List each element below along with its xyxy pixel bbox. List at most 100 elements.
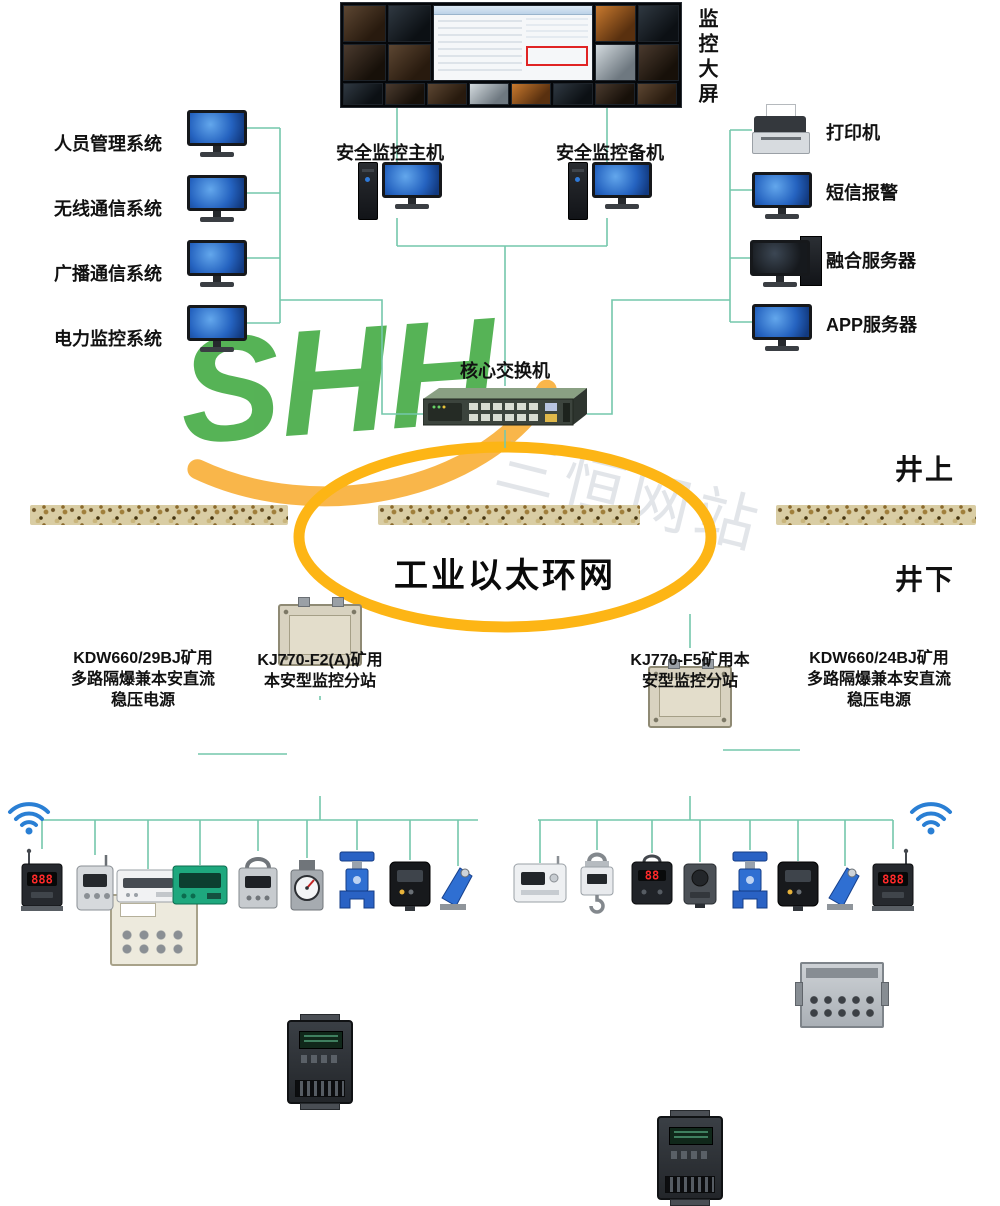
substation-terminals (295, 1080, 345, 1097)
sensor-gas-analyzer (171, 858, 229, 915)
camera-feed-tile (511, 83, 551, 105)
sensor-dust-transmitter (512, 856, 568, 913)
wall-host-wires (396, 107, 608, 162)
printer-body (752, 132, 810, 154)
smoke-sensor-icon (389, 861, 431, 911)
broadcast-system-monitor-icon (187, 240, 247, 287)
fusion-server-icon (750, 236, 822, 292)
wind-speed-sensor-icon: 88 (631, 854, 673, 905)
monitor-screen (752, 304, 812, 340)
sensor-wireless-led-display: 888 (20, 848, 64, 919)
label-right-substation: KJ770-F5矿用本安型监控分站 (630, 652, 750, 690)
sensor-pipeline-valve-right (725, 848, 775, 919)
nameplate (120, 903, 156, 917)
ring-network-label: 工业以太环网 (394, 557, 616, 595)
explosion-proof-junction-box-right (648, 659, 732, 728)
printer-top (754, 116, 806, 132)
camera-feed-tile (469, 83, 509, 105)
card-reader-icon (116, 869, 180, 903)
host-switch-wires (396, 218, 608, 386)
led-readout: 888 (31, 873, 53, 887)
video-wall (340, 2, 682, 108)
wireless-led-display-icon: 888 (872, 848, 914, 911)
left-sensor-drop-wires (41, 820, 459, 869)
cable-gland (702, 659, 714, 669)
camera-feed-tile (427, 83, 467, 105)
cable-gland (298, 597, 310, 607)
zone-above-ground-label: 井上 (895, 454, 956, 485)
led-readout: 888 (882, 873, 904, 887)
pipeline-valve-icon (732, 851, 768, 909)
dust-transmitter-icon (513, 856, 567, 903)
network-switch-icon (422, 388, 587, 426)
kj770-f5-substation (657, 1110, 723, 1206)
wireless-transmitter-icon (76, 855, 114, 911)
camera-feed-tile (595, 44, 636, 81)
label-core-switch: 核心交换机 (460, 361, 550, 381)
sms-alarm-monitor-icon (752, 172, 812, 219)
wireless-led-display-icon: 888 (21, 848, 63, 911)
camera-feed-tile (638, 44, 679, 81)
label-left-power-supply: KDW660/29BJ矿用多路隔爆兼本安直流稳压电源 (70, 650, 215, 709)
camera-feed-tile (595, 5, 636, 42)
sensor-load-cell (573, 848, 621, 919)
junction-box-panel (659, 677, 721, 717)
cable-clamp-icon (827, 867, 860, 910)
sensor-bus-wires (42, 796, 893, 821)
label-power-monitoring-system: 电力监控系统 (54, 329, 162, 349)
label-sms-alarm: 短信报警 (826, 183, 898, 203)
sensor-portable-methane (235, 850, 281, 919)
substation-buttons (301, 1055, 341, 1063)
sensor-wireless-led-display-right: 888 (871, 848, 915, 919)
rock-strata-left (30, 505, 288, 525)
sensor-pressure-gauge (286, 856, 328, 919)
camera-feed-tile (595, 83, 635, 105)
printer-icon (752, 104, 810, 156)
monitor-screen (187, 110, 247, 146)
substation-buttons (671, 1151, 711, 1159)
logo-swoosh (187, 379, 557, 507)
substation-screen (669, 1127, 713, 1145)
label-fusion-server: 融合服务器 (826, 251, 916, 271)
right-sensor-drop-wires (539, 820, 894, 866)
core-switch-device (422, 386, 587, 435)
monitoring-software-window (433, 5, 593, 81)
video-wall-label: 监控大屏 (695, 8, 717, 108)
equipment-sensor-icon (683, 863, 717, 908)
sensor-wireless-transmitter (73, 854, 117, 919)
kdw660-24bj-power-supply (795, 962, 889, 1028)
camera-feed-tile (343, 5, 386, 42)
camera-feed-tile (343, 44, 386, 81)
rock-strata-right (776, 505, 976, 525)
label-safety-monitoring-backup: 安全监控备机 (556, 143, 664, 163)
camera-feed-tile (343, 83, 383, 105)
pipeline-valve-icon (339, 851, 375, 909)
left-systems-wires (247, 127, 423, 415)
sensor-smoke-right (775, 856, 821, 917)
explosion-proof-junction-box-left (278, 597, 362, 666)
mounting-bracket (670, 1199, 710, 1206)
computer-monitor-icon (592, 162, 652, 209)
power-supply-top (806, 968, 878, 978)
monitor-screen (187, 305, 247, 341)
cable-clamp-icon (440, 867, 473, 910)
app-server-monitor-icon (752, 304, 812, 351)
sensor-cable-clamp-right (823, 862, 867, 917)
label-broadcast-communication-system: 广播通信系统 (54, 264, 162, 284)
software-titlebar (434, 6, 592, 15)
led-readout: 88 (645, 869, 659, 883)
label-wireless-communication-system: 无线通信系统 (54, 199, 162, 219)
label-personnel-management-system: 人员管理系统 (54, 134, 162, 154)
monitor-screen (187, 240, 247, 276)
substation-body (287, 1020, 353, 1104)
sensor-card-reader (116, 862, 180, 915)
junction-box-panel (289, 615, 351, 655)
camera-feed-tile (385, 83, 425, 105)
gas-analyzer-icon (172, 865, 228, 905)
safety-monitoring-backup-computer (568, 162, 652, 220)
substation-screen (299, 1031, 343, 1049)
camera-feed-tile (388, 44, 431, 81)
server-monitor-icon (750, 240, 810, 287)
rock-strata-middle (378, 505, 640, 525)
alarm-highlight-box (526, 46, 588, 66)
